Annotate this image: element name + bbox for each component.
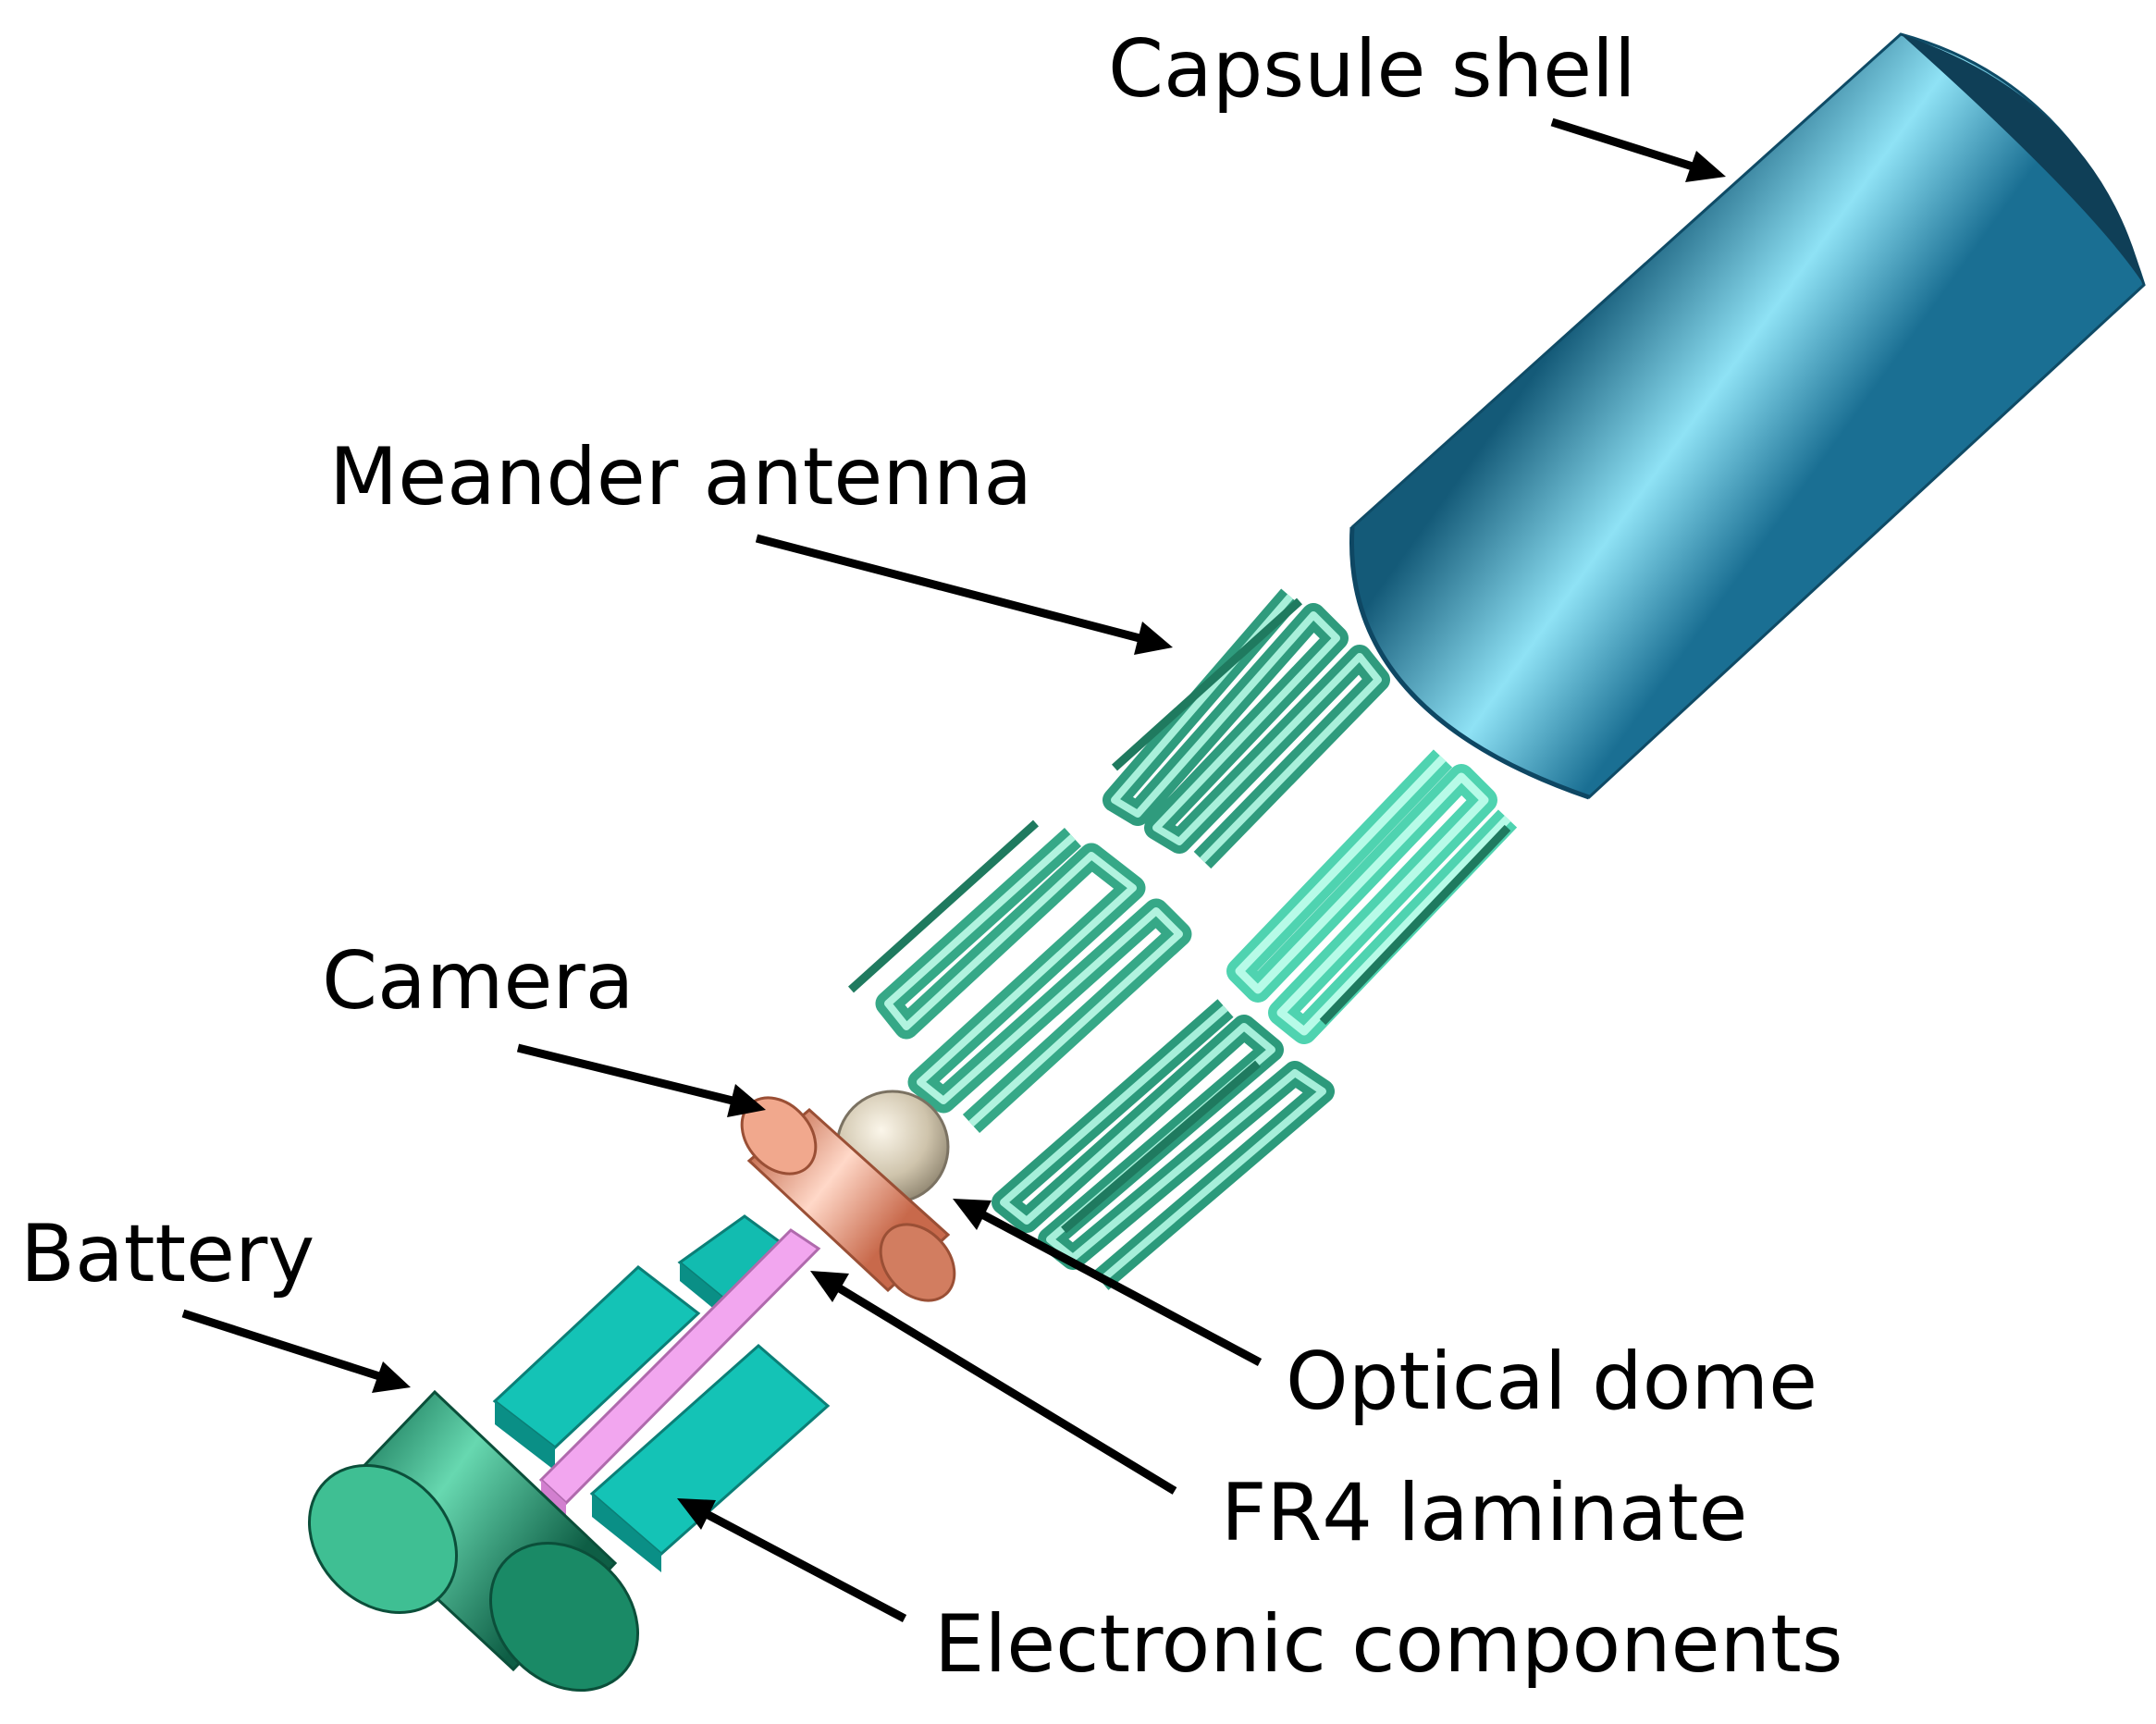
fr4-laminate (538, 1228, 821, 1517)
arrow-meander-antenna (755, 534, 1173, 655)
fr4-laminate-board (538, 1228, 821, 1506)
arrow-optical-dome (953, 1199, 1263, 1366)
capsule-shell (1349, 32, 2146, 800)
label-meander-antenna: Meander antenna (329, 431, 1032, 523)
arrow-electronic-components (677, 1498, 907, 1622)
capsule-shell-rim (1349, 526, 1590, 800)
meander-strip-lower-left-edge (884, 834, 1183, 1127)
electronic-components (492, 1214, 831, 1572)
label-camera: Camera (322, 935, 634, 1028)
battery-end-face (307, 1463, 459, 1615)
meander-thin-strip-4 (1061, 1060, 1261, 1234)
arrow-camera (516, 1043, 766, 1117)
meander-strip-upper-left-edge (1111, 594, 1382, 863)
label-optical-dome: Optical dome (1286, 1336, 1817, 1428)
meander-thin-strip-3 (1319, 824, 1511, 1026)
component-block-left-side (495, 1401, 555, 1471)
meander-strip-upper-right (1226, 749, 1518, 1044)
battery-far-face (488, 1541, 640, 1693)
meander-thin-strip-2 (847, 819, 1040, 993)
camera-assembly (740, 1090, 956, 1302)
camera-back-face (879, 1223, 956, 1302)
label-electronic-components: Electronic components (934, 1598, 1843, 1691)
label-battery: Battery (20, 1208, 314, 1300)
arrow-battery (181, 1309, 411, 1393)
arrow-capsule-shell (1550, 117, 1726, 182)
meander-strip-upper-right-edge (1235, 755, 1511, 1036)
label-capsule-shell: Capsule shell (1108, 23, 1636, 116)
battery (307, 1389, 640, 1693)
arrow-fr4-laminate (810, 1271, 1177, 1495)
meander-antenna (847, 588, 1518, 1290)
meander-thin-strip-1 (1111, 597, 1303, 771)
label-fr4-laminate: FR4 laminate (1221, 1467, 1747, 1559)
component-block-right-side (592, 1494, 661, 1572)
fr4-laminate-edge (541, 1480, 566, 1517)
